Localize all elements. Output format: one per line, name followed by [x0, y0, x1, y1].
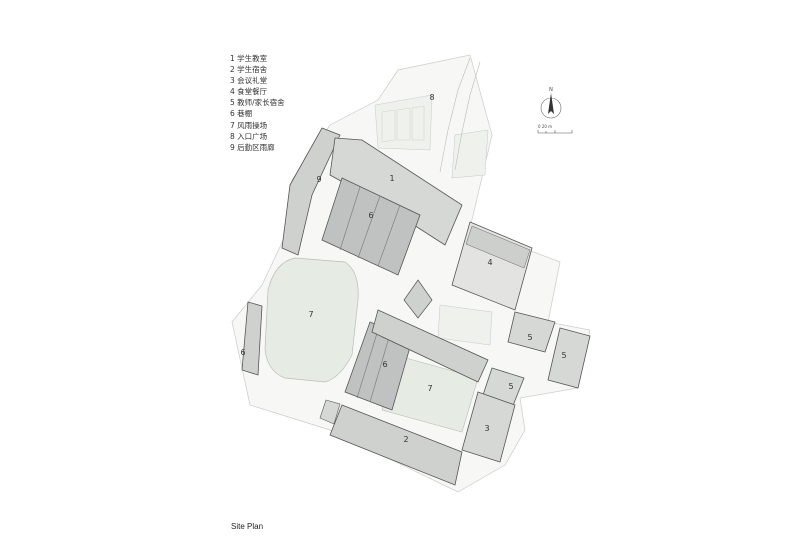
- legend-item: 9 后勤区雨廊: [230, 142, 275, 152]
- legend-item: 5 教师/家长宿舍: [230, 98, 285, 108]
- entrance-plaza: [374, 94, 433, 151]
- plan-label-3: 3: [484, 424, 489, 433]
- plan-label-6a: 6: [368, 211, 373, 220]
- scale-bar: 0 20 m: [537, 124, 573, 134]
- plan-label-5b: 5: [561, 351, 566, 360]
- building-1: [329, 137, 463, 246]
- plan-label-7b: 7: [427, 384, 432, 393]
- legend-item: 1 学生教室: [230, 54, 268, 63]
- pavilion: [403, 279, 433, 319]
- plan-label-6b: 6: [382, 360, 387, 369]
- svg-text:N: N: [549, 87, 553, 93]
- building-2: [329, 404, 463, 486]
- plan-label-1: 1: [389, 174, 394, 183]
- svg-text:0 20 m: 0 20 m: [538, 124, 552, 129]
- north-arrow-icon: N: [540, 87, 562, 119]
- legend-item: 2 学生宿舍: [230, 65, 268, 75]
- sports-field-1: [264, 257, 359, 383]
- plan-label-5a: 5: [527, 333, 532, 342]
- building-9: [281, 127, 341, 256]
- plan-label-6c: 6: [240, 348, 245, 357]
- plan-label-2: 2: [403, 435, 408, 444]
- plan-label-5c: 5: [508, 382, 513, 391]
- building-6-left: [241, 301, 263, 376]
- plan-label-9: 9: [316, 175, 321, 184]
- building-5-a: [507, 311, 556, 353]
- legend-item: 7 风雨操场: [230, 120, 268, 130]
- legend-item: 3 会议礼堂: [230, 76, 268, 86]
- legend-item: 4 食堂餐厅: [230, 87, 268, 97]
- plan-label-8: 8: [429, 93, 434, 102]
- building-5-b: [547, 327, 591, 389]
- legend: 1 学生教室 2 学生宿舍 3 会议礼堂 4 食堂餐厅 5 教师/家长宿舍 6 …: [230, 53, 285, 153]
- building-3: [461, 391, 516, 463]
- plan-label-4: 4: [487, 258, 492, 267]
- legend-item: 6 巷棚: [230, 109, 253, 119]
- building-6-upper: [321, 177, 421, 276]
- plan-label-7a: 7: [308, 310, 313, 319]
- caption: Site Plan: [231, 522, 264, 531]
- legend-item: 8 入口广场: [230, 131, 268, 141]
- building-7-roof: [371, 309, 489, 383]
